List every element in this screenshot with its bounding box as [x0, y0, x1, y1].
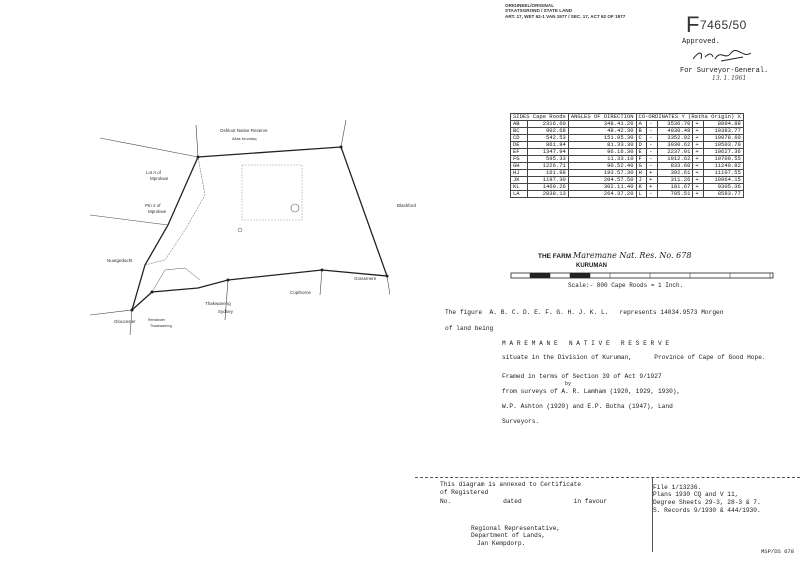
table-cell: + — [692, 190, 704, 198]
surveyors-text: W.P. Ashton (1920) and E.P. Botha (1947)… — [502, 403, 673, 410]
scale-bar — [510, 272, 774, 279]
map-label-grassmere: Grassmere — [354, 276, 377, 281]
table-cell: LA — [510, 190, 528, 198]
department: Department of Lands, — [471, 532, 546, 539]
jan-kempdorp: Jan Kempdorp. — [477, 540, 526, 547]
approval-date: 13. 1. 1961 — [712, 75, 747, 82]
map-label-gloucester: Gloucester — [114, 319, 136, 324]
file-ref-2: Plans 1930 CQ and V 11, — [653, 491, 739, 498]
land-surveyors-text: Surveyors. — [502, 418, 540, 425]
map-label-oshloot: Oshloot Native Reserve — [220, 128, 268, 133]
map-label-thaakwaneng: Thaakwaneng — [150, 324, 172, 328]
coordinates-table: SIDES Cape Roods ANGLES OF DIRECTION CO-… — [510, 113, 744, 198]
map-label-mprokwe1: Mprokwe — [150, 176, 169, 181]
reserve-boundary — [130, 146, 388, 313]
land-being-text: of land being — [445, 325, 494, 332]
table-header-row: SIDES Cape Roods ANGLES OF DIRECTION CO-… — [510, 113, 744, 121]
file-ref-3: Degree Sheets 29-3, 28-3 & 7. — [653, 499, 761, 506]
certificate-text-3: No. dated in favour — [440, 498, 608, 505]
certificate-text-1: This diagram is annexed to Certificate — [440, 481, 582, 488]
file-ref-4: S. Records 9/1930 & 444/1930. — [653, 507, 761, 514]
table-cell: 2838.13 — [526, 190, 569, 198]
farm-title: THE FARM Maremane Nat. Res. No. 678 — [538, 251, 692, 260]
by-text: by — [565, 381, 572, 387]
footer-divider — [415, 477, 800, 478]
table-cell: - — [646, 190, 658, 198]
map-label-thakwaneng: Thakwaneng — [205, 301, 231, 306]
map-label-alias: Alias brondaq — [232, 136, 257, 141]
district-label: KURUMAN — [576, 263, 607, 269]
regional-rep: Regional Representative, — [471, 525, 561, 532]
farm-name: Maremane Nat. Res. No. 678 — [573, 251, 692, 260]
file-number: F7465/50 — [686, 12, 747, 37]
map-label-copthorne: Copthorne — [290, 290, 312, 295]
certificate-text-2: of Registered — [440, 489, 489, 496]
figure-description: The figure A. B. C. D. E. F. G. H. J. K.… — [445, 309, 724, 316]
division-text: situate in the Division of Kuruman, Prov… — [502, 354, 766, 361]
signature-image — [692, 49, 752, 62]
map-label-nuutgedacht: Nuutgedacht — [107, 258, 133, 263]
scale-text: Scale:- 800 Cape Roods = 1 Inch. — [568, 282, 684, 289]
corner-reference: MSP/DS 678 — [761, 548, 795, 555]
surveyor-general-label: For Surveyor-General. — [680, 67, 769, 75]
framed-text: Framed in terms of Section 39 of Act 9/1… — [502, 373, 662, 380]
table-cell: L — [635, 190, 648, 198]
map-label-lot-a: Lot A of — [146, 170, 162, 175]
map-label-sydney: Sydney — [218, 309, 234, 314]
file-ref-1: File 1/13236. — [653, 484, 702, 491]
table-cell: 8583.77 — [702, 190, 744, 198]
surveys-text: from surveys of A. R. Lamham (1920, 1929… — [502, 388, 681, 395]
footer-column-divider — [652, 477, 653, 552]
origin-stamp: ORIGINEEL/ORIGINAL STAATSGROND / STATE L… — [505, 3, 626, 19]
table-cell: 264.37.20 — [567, 190, 637, 198]
map-label-ptn2: Ptn 2 of — [145, 203, 161, 208]
map-label-blashford: Blashford — [397, 203, 417, 208]
approved-label: Approved. — [682, 38, 720, 46]
survey-map — [90, 120, 390, 336]
table-cell: 705.51 — [656, 190, 694, 198]
reserve-name: M A R E M A N E N A T I V E R E S E R V … — [502, 340, 670, 347]
map-label-remainder: Remainder — [148, 318, 166, 322]
map-label-mprokwe2: Mprokwe — [148, 209, 167, 214]
